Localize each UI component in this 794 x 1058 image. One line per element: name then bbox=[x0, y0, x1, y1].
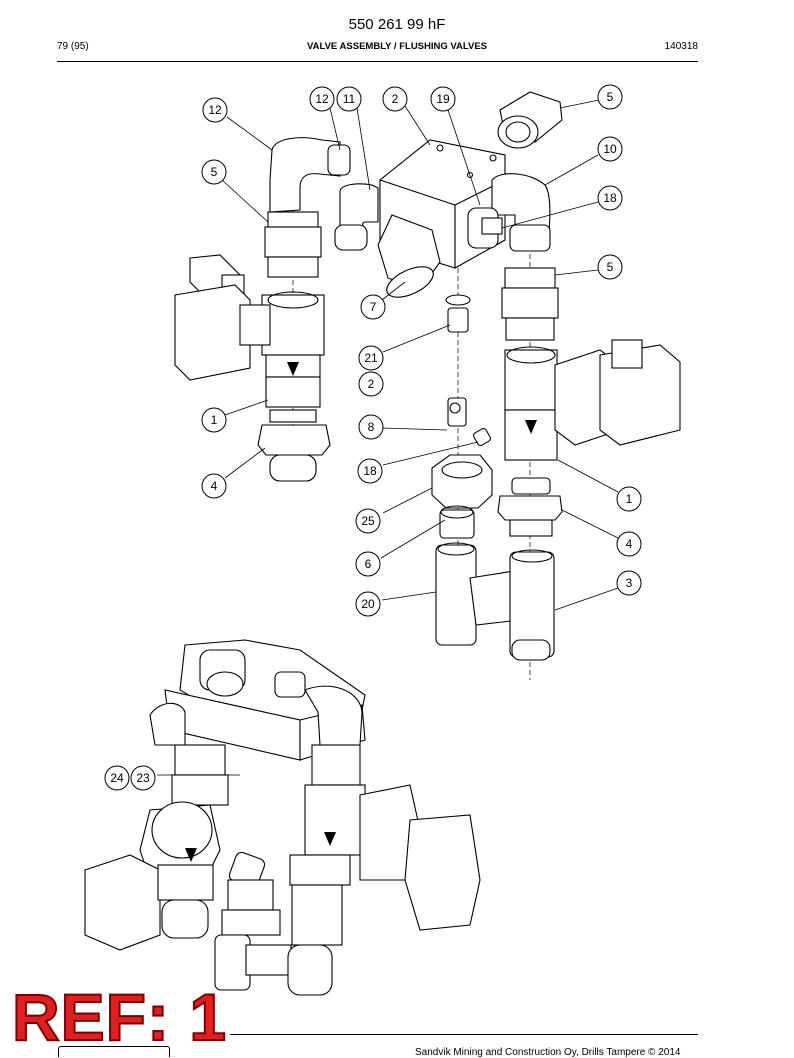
callout-number: 4 bbox=[211, 479, 218, 493]
ref-stamp: REF: 1 bbox=[11, 980, 228, 1054]
callout-circle bbox=[336, 86, 362, 112]
document-number: 550 261 99 hF bbox=[348, 16, 446, 33]
callout-6: 6 bbox=[355, 551, 381, 577]
callout-circle bbox=[616, 486, 642, 512]
callout-circle bbox=[130, 765, 156, 791]
callout-number: 8 bbox=[368, 420, 375, 434]
callout-number: 5 bbox=[211, 165, 218, 179]
elbow-fitting-left bbox=[269, 137, 351, 213]
callout-5: 5 bbox=[201, 159, 227, 185]
callout-circle bbox=[201, 407, 227, 433]
callout-18: 18 bbox=[597, 185, 623, 211]
elbow-fitting-right bbox=[467, 173, 551, 252]
callout-number: 6 bbox=[365, 557, 372, 571]
callout-number: 12 bbox=[315, 92, 329, 106]
callout-circle bbox=[360, 294, 386, 320]
callout-8: 8 bbox=[358, 414, 384, 440]
callout-number: 2 bbox=[392, 92, 399, 106]
left-column-parts bbox=[174, 211, 331, 482]
callout-circle bbox=[430, 86, 456, 112]
callout-circle bbox=[597, 185, 623, 211]
callout-25: 25 bbox=[355, 508, 381, 534]
lower-assembled-view bbox=[84, 639, 481, 996]
callout-circle bbox=[357, 458, 383, 484]
callout-19: 19 bbox=[430, 86, 456, 112]
callout-1: 1 bbox=[201, 407, 227, 433]
callout-circle bbox=[597, 84, 623, 110]
callout-10: 10 bbox=[597, 136, 623, 162]
callout-number: 3 bbox=[626, 576, 633, 590]
callout-4: 4 bbox=[616, 531, 642, 557]
elbow-fitting-lower bbox=[377, 214, 441, 298]
callout-11: 11 bbox=[336, 86, 362, 112]
callout-number: 4 bbox=[626, 537, 633, 551]
callout-number: 18 bbox=[603, 191, 617, 205]
elbow-fitting-center bbox=[334, 183, 379, 251]
right-column-parts bbox=[497, 267, 681, 661]
callout-circle bbox=[382, 86, 408, 112]
callout-circle bbox=[201, 159, 227, 185]
callout-number: 23 bbox=[136, 771, 150, 785]
callout-12: 12 bbox=[202, 97, 228, 123]
callout-3: 3 bbox=[616, 570, 642, 596]
section-title: VALVE ASSEMBLY / FLUSHING VALVES bbox=[307, 41, 487, 52]
date-code: 140318 bbox=[664, 41, 698, 52]
callout-circle bbox=[355, 508, 381, 534]
fitting-top-right bbox=[497, 91, 563, 149]
callout-circle bbox=[597, 136, 623, 162]
callout-2: 2 bbox=[358, 371, 384, 397]
callout-number: 1 bbox=[211, 413, 218, 427]
callout-5: 5 bbox=[597, 84, 623, 110]
callout-circle bbox=[104, 765, 130, 791]
callout-circle bbox=[597, 254, 623, 280]
callout-circle bbox=[616, 570, 642, 596]
callout-number: 5 bbox=[607, 260, 614, 274]
callout-number: 25 bbox=[361, 514, 375, 528]
callout-circle bbox=[355, 551, 381, 577]
callout-7: 7 bbox=[360, 294, 386, 320]
callout-2: 2 bbox=[382, 86, 408, 112]
upper-exploded-view bbox=[174, 91, 681, 680]
callout-circle bbox=[202, 97, 228, 123]
callout-number: 5 bbox=[607, 90, 614, 104]
callout-5: 5 bbox=[597, 254, 623, 280]
callout-number: 21 bbox=[364, 351, 378, 365]
callout-leader-lines bbox=[157, 99, 619, 776]
callout-circle bbox=[358, 345, 384, 371]
middle-column-parts bbox=[431, 294, 521, 646]
callout-number: 20 bbox=[361, 597, 375, 611]
callout-number: 18 bbox=[363, 464, 377, 478]
callout-number: 10 bbox=[603, 142, 617, 156]
callout-circle bbox=[309, 86, 335, 112]
callout-number: 2 bbox=[368, 377, 375, 391]
callout-23: 23 bbox=[130, 765, 156, 791]
company-logo bbox=[58, 1046, 170, 1057]
footer-rule bbox=[230, 1034, 698, 1035]
callout-20: 20 bbox=[355, 591, 381, 617]
header-rule bbox=[57, 61, 698, 62]
callout-number: 24 bbox=[110, 771, 124, 785]
callout-number: 11 bbox=[343, 92, 356, 106]
callout-circle bbox=[616, 531, 642, 557]
callout-circle bbox=[358, 371, 384, 397]
callout-number: 7 bbox=[370, 300, 377, 314]
callout-circle bbox=[355, 591, 381, 617]
callout-circle bbox=[201, 473, 227, 499]
callout-4: 4 bbox=[201, 473, 227, 499]
callout-number: 1 bbox=[626, 492, 633, 506]
callout-number: 19 bbox=[436, 92, 450, 106]
callout-24: 24 bbox=[104, 765, 130, 791]
callout-1: 1 bbox=[616, 486, 642, 512]
callout-number: 12 bbox=[208, 103, 222, 117]
callout-circle bbox=[358, 414, 384, 440]
callout-18: 18 bbox=[357, 458, 383, 484]
callout-12: 12 bbox=[309, 86, 335, 112]
callout-21: 21 bbox=[358, 345, 384, 371]
page-number: 79 (95) bbox=[57, 41, 89, 52]
